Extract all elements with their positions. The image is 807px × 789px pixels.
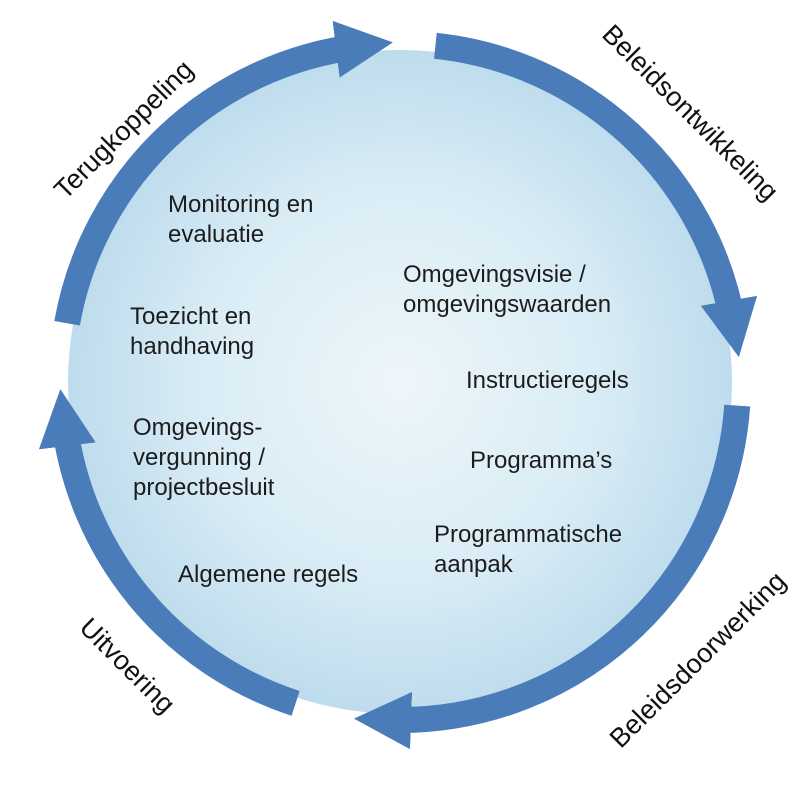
inner-label-monitoring-evaluatie: Monitoring en evaluatie <box>168 191 314 248</box>
inner-label-omgevingsvergunning-projectbesluit: Omgevings- vergunning / projectbesluit <box>133 414 275 501</box>
arrow-arc-beleidsontwikkeling-icon <box>434 32 758 358</box>
inner-label-toezicht-handhaving: Toezicht en handhaving <box>130 303 255 360</box>
cycle-circle <box>68 50 732 714</box>
inner-label-omgevingsvisie-omgevingswaarden: Omgevingsvisie / omgevingswaarden <box>403 261 612 318</box>
arrow-arc-uitvoering-icon <box>38 389 300 716</box>
inner-label-programmas: Programma’s <box>470 447 613 474</box>
inner-label-instructieregels: Instructieregels <box>466 367 629 394</box>
arrow-arc-terugkoppeling-icon <box>54 20 393 326</box>
arrow-arc-beleidsdoorwerking-icon <box>353 404 751 750</box>
inner-label-programmatische-aanpak: Programmatische aanpak <box>434 521 623 578</box>
inner-label-algemene-regels: Algemene regels <box>178 561 359 588</box>
